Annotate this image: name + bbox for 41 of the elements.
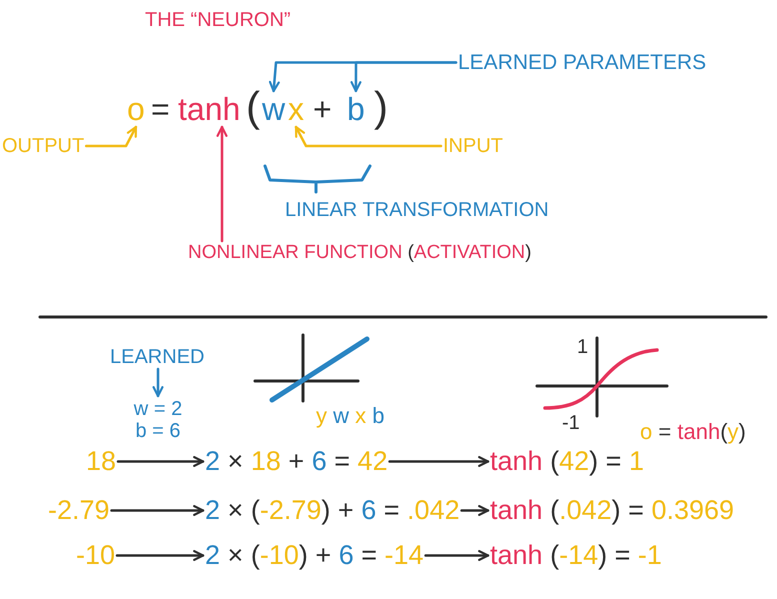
linear-equation: 2 × 18 + 6 = 42 xyxy=(205,448,388,475)
parenthesis: ) xyxy=(374,86,388,128)
input-value: -2.79 xyxy=(48,497,110,524)
input-value: 18 xyxy=(86,448,116,475)
plot-label: y w x b xyxy=(316,405,385,427)
arrow xyxy=(152,368,164,398)
annotation-text: INPUT xyxy=(443,136,503,156)
leader-arrow xyxy=(294,126,442,148)
axis-tick-label: -1 xyxy=(562,413,580,433)
linear-equation: 2 × (-2.79) + 6 = .042 xyxy=(205,497,460,524)
arrow xyxy=(424,550,490,561)
activation-equation: tanh (.042) = 0.3969 xyxy=(490,497,734,524)
input-value: -10 xyxy=(76,542,116,569)
axis-tick-label: 1 xyxy=(577,337,588,357)
activation-equation: tanh (42) = 1 xyxy=(490,448,644,475)
output-variable: o xyxy=(127,93,145,125)
annotation-text: OUTPUT xyxy=(2,136,84,156)
formula-text: o = tanh(y) xyxy=(640,421,746,443)
equals-sign: = xyxy=(151,93,170,125)
weight-variable: w xyxy=(262,93,286,125)
input-variable: x xyxy=(288,93,304,125)
arrow xyxy=(116,550,204,561)
leader-arrow xyxy=(350,61,458,92)
plus-sign: + xyxy=(313,93,332,125)
annotation-text: LEARNED xyxy=(110,347,204,367)
leader-arrow xyxy=(216,126,228,242)
bias-variable: b xyxy=(347,93,365,125)
arrow xyxy=(110,505,204,516)
arrow xyxy=(388,456,490,467)
linear-equation: 2 × (-10) + 6 = -14 xyxy=(205,542,424,569)
arrow xyxy=(116,456,204,467)
leader-arrow xyxy=(84,126,138,148)
arrow xyxy=(460,505,490,516)
annotation-text: LINEAR TRANSFORMATION xyxy=(285,200,549,220)
activation-function: tanh xyxy=(178,93,240,125)
parameter-values: w = 2 b = 6 xyxy=(132,398,184,442)
activation-equation: tanh (-14) = -1 xyxy=(490,542,662,569)
parenthesis: ( xyxy=(246,86,260,128)
title-text: THE “NEURON” xyxy=(145,10,291,30)
annotation-text: LEARNED PARAMETERS xyxy=(458,52,706,73)
annotation-text: NONLINEAR FUNCTION (ACTIVATION) xyxy=(188,243,532,262)
